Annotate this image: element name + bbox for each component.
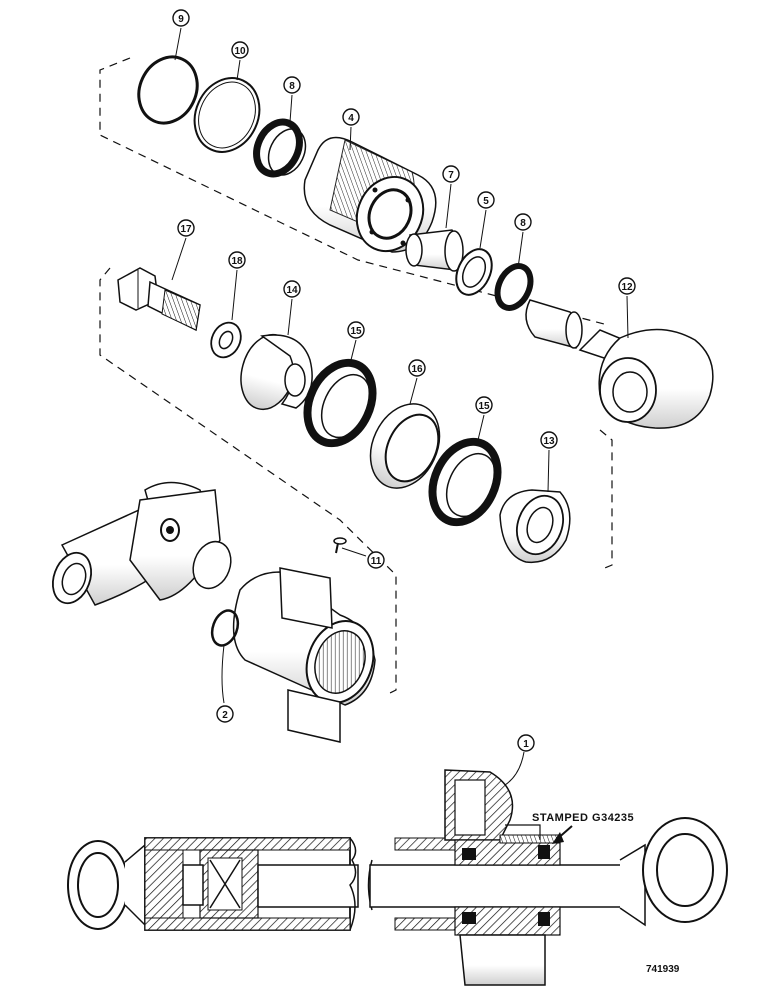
callout-4: 4 bbox=[342, 108, 360, 126]
part-13-lock-nut bbox=[499, 489, 571, 564]
part-11-set-screw bbox=[333, 537, 347, 554]
callout-8-upper: 8 bbox=[283, 76, 301, 94]
callout-2: 2 bbox=[216, 705, 234, 723]
part-8-seal-lower bbox=[494, 263, 534, 311]
callout-17-label: 17 bbox=[180, 224, 192, 235]
part-18-washer bbox=[210, 321, 242, 359]
callout-12-label: 12 bbox=[621, 282, 633, 293]
callout-18-label: 18 bbox=[231, 256, 243, 267]
part-8-wiper-seal-upper bbox=[253, 118, 307, 178]
callout-2-label: 2 bbox=[222, 710, 228, 721]
part-4-gland bbox=[303, 136, 437, 253]
part-7-bushing bbox=[405, 229, 464, 272]
leader-lines bbox=[171, 27, 629, 786]
callout-14-label: 14 bbox=[286, 285, 298, 296]
part-2-cylinder-barrel bbox=[51, 481, 376, 743]
callout-7-label: 7 bbox=[448, 170, 454, 181]
callout-15-lower: 15 bbox=[475, 396, 493, 414]
callout-13: 13 bbox=[540, 431, 558, 449]
callout-15-lower-label: 15 bbox=[478, 401, 490, 412]
part-15-piston-seal-upper bbox=[303, 358, 377, 448]
callout-16-label: 16 bbox=[411, 364, 423, 375]
part-14-piston bbox=[240, 333, 313, 411]
callout-17: 17 bbox=[177, 219, 195, 237]
callout-5-label: 5 bbox=[483, 196, 489, 207]
callout-9-label: 9 bbox=[178, 14, 184, 25]
callout-7: 7 bbox=[442, 165, 460, 183]
part-5-ring bbox=[455, 248, 493, 296]
callout-15-upper: 15 bbox=[347, 321, 365, 339]
part-15-piston-seal-lower bbox=[428, 437, 502, 527]
part-17-bolt bbox=[117, 267, 201, 332]
callout-10-label: 10 bbox=[234, 46, 246, 57]
callout-8-upper-label: 8 bbox=[289, 81, 295, 92]
callout-4-label: 4 bbox=[348, 113, 354, 124]
callout-15-upper-label: 15 bbox=[350, 326, 362, 337]
callout-10: 10 bbox=[231, 41, 249, 59]
callout-5: 5 bbox=[477, 191, 495, 209]
upper-group-outline bbox=[99, 57, 609, 326]
piston-rod-stub bbox=[525, 299, 583, 349]
callout-18: 18 bbox=[228, 251, 246, 269]
callout-11-label: 11 bbox=[371, 556, 382, 567]
callout-14: 14 bbox=[283, 280, 301, 298]
part-10-backup-ring bbox=[193, 77, 261, 153]
assembled-cylinder-section bbox=[67, 769, 728, 986]
drawing-number: 741939 bbox=[646, 964, 680, 975]
stamp-note: STAMPED G34235 bbox=[532, 812, 634, 824]
callout-8-lower: 8 bbox=[514, 213, 532, 231]
middle-group-outline bbox=[99, 267, 613, 696]
callout-16: 16 bbox=[408, 359, 426, 377]
callout-12: 12 bbox=[618, 277, 636, 295]
part-9-o-ring bbox=[137, 55, 199, 125]
callout-13-label: 13 bbox=[543, 436, 555, 447]
callout-11: 11 bbox=[367, 551, 385, 569]
callout-8-lower-label: 8 bbox=[520, 218, 526, 229]
callout-1: 1 bbox=[517, 734, 535, 752]
part-12-rod-eye bbox=[578, 328, 714, 429]
callout-1-label: 1 bbox=[523, 739, 529, 750]
callout-9: 9 bbox=[172, 9, 190, 27]
part-16-wear-ring bbox=[369, 403, 441, 489]
